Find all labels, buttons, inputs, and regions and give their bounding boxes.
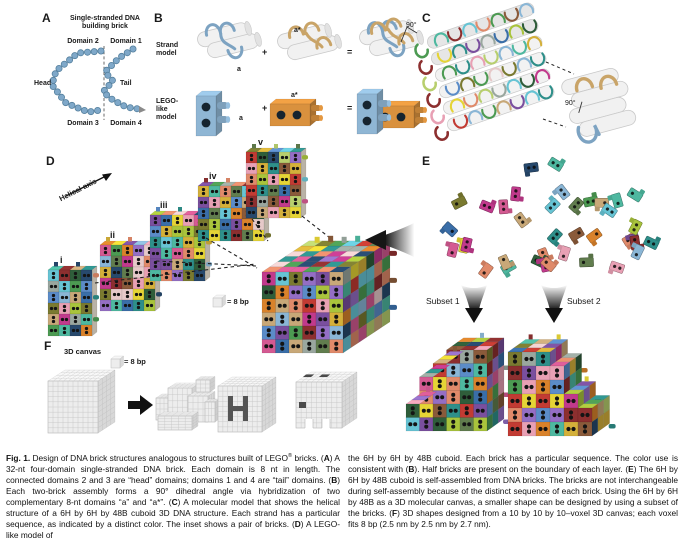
panel-d-letter: D xyxy=(46,154,55,168)
loose-brick xyxy=(568,227,585,245)
cuboid-6h-6h-48b xyxy=(261,235,397,354)
loose-brick xyxy=(445,241,459,258)
angle-90-marker-b xyxy=(400,26,418,43)
lego-brick-vertical xyxy=(356,88,392,135)
loose-brick xyxy=(439,221,458,238)
angle-90-label-c: 90° xyxy=(565,100,576,107)
d-legend-voxel xyxy=(212,294,226,308)
loose-brick xyxy=(498,199,513,215)
domain-2-label: Domain 2 xyxy=(67,38,99,45)
panel-c-helix-block xyxy=(414,2,637,144)
loose-brick xyxy=(547,228,563,247)
lego-brick-horizontal xyxy=(269,98,323,127)
strand-astar-label: a* xyxy=(294,27,301,34)
subset-1-arrow xyxy=(461,285,487,323)
loose-brick xyxy=(513,212,532,229)
step-ii-label: ii xyxy=(110,230,116,240)
dna-brick-mixture xyxy=(439,156,661,279)
caption-column-1: Fig. 1. Design of DNA brick structures a… xyxy=(6,453,340,540)
strand-model-icon xyxy=(197,21,262,60)
domain-4-label: Domain 4 xyxy=(110,120,142,127)
step-i-label: i xyxy=(60,255,63,265)
equals-sign-2: = xyxy=(347,103,353,113)
loose-brick xyxy=(551,183,571,201)
loose-brick xyxy=(547,156,566,172)
loose-brick xyxy=(479,199,497,214)
strand-model-label: Strand model xyxy=(156,42,179,58)
voxel-shape-robot xyxy=(295,371,358,429)
strand-a-label: a xyxy=(237,66,241,73)
panel-f-letter: F xyxy=(44,339,52,353)
helical-axis-arrow xyxy=(65,173,112,197)
d-scale-legend: = 8 bp xyxy=(227,297,249,306)
voxel-canvas-cube xyxy=(47,369,116,434)
strand-tail-arrow xyxy=(139,106,146,113)
voxel-shape-blob xyxy=(155,376,220,431)
panel-a-strand-diagram xyxy=(49,45,146,120)
loose-brick xyxy=(599,202,618,218)
subset-2-arrow xyxy=(541,285,567,323)
loose-brick xyxy=(607,260,626,275)
subset-2-structure xyxy=(507,334,616,437)
loose-brick xyxy=(497,254,516,271)
subset-1-label: Subset 1 xyxy=(426,296,460,306)
head-label: Head xyxy=(34,80,52,87)
strand-model-icon xyxy=(277,21,342,61)
panel-a-letter: A xyxy=(42,11,51,25)
voxel-shape-h-cube xyxy=(217,376,277,433)
angle-90-label-b: 90° xyxy=(406,22,417,29)
panel-e-letter: E xyxy=(422,154,431,168)
brick-a-label: a xyxy=(239,115,243,122)
loose-brick xyxy=(643,235,661,250)
strand-model-icon xyxy=(359,17,424,58)
brick-astar-label: a* xyxy=(291,92,298,99)
assembly-step-i xyxy=(47,262,99,337)
loose-brick xyxy=(460,236,475,254)
panel-c-inset xyxy=(561,67,637,144)
lego-model-label: LEGO- like model xyxy=(156,98,179,122)
panel-a-title: Single-stranded DNA building brick xyxy=(69,15,140,31)
step-iv-label: iv xyxy=(209,171,217,181)
loose-brick xyxy=(510,186,524,202)
step-iii-label: iii xyxy=(160,200,168,210)
domain-3-label: Domain 3 xyxy=(67,120,99,127)
subset-2-label: Subset 2 xyxy=(567,296,601,306)
loose-brick xyxy=(478,260,494,279)
loose-brick xyxy=(579,253,594,268)
loose-brick xyxy=(557,244,571,262)
loose-brick xyxy=(523,162,539,177)
domain-1-label: Domain 1 xyxy=(110,38,142,45)
plus-sign-1: + xyxy=(262,47,268,57)
self-assembly-arrow xyxy=(365,223,414,257)
loose-brick xyxy=(544,195,561,214)
panel-c-letter: C xyxy=(422,11,431,25)
f-legend-voxel xyxy=(110,355,124,369)
f-scale-legend: = 8 bp xyxy=(124,357,146,366)
equals-sign-1: = xyxy=(347,47,353,57)
design-arrow xyxy=(128,395,153,415)
canvas-label: 3D canvas xyxy=(64,347,102,356)
loose-brick xyxy=(626,187,646,203)
loose-brick xyxy=(607,192,624,209)
loose-brick xyxy=(451,192,468,210)
tail-label: Tail xyxy=(120,80,132,87)
step-v-label: v xyxy=(258,137,264,147)
plus-sign-2: + xyxy=(262,103,268,113)
loose-brick xyxy=(540,256,559,272)
loose-brick xyxy=(586,228,603,247)
panel-b-letter: B xyxy=(154,11,163,25)
assembly-step-v xyxy=(245,144,308,219)
subset-1-structure xyxy=(405,332,511,432)
loose-brick xyxy=(568,197,585,216)
lego-brick-horizontal xyxy=(373,100,427,129)
assembly-dashed-lines xyxy=(94,215,331,284)
caption-column-2: the 6H by 6H by 48B cuboid. Each brick h… xyxy=(348,453,679,529)
lego-brick-vertical xyxy=(195,90,231,137)
loose-brick xyxy=(630,242,645,261)
loose-brick xyxy=(628,217,643,236)
